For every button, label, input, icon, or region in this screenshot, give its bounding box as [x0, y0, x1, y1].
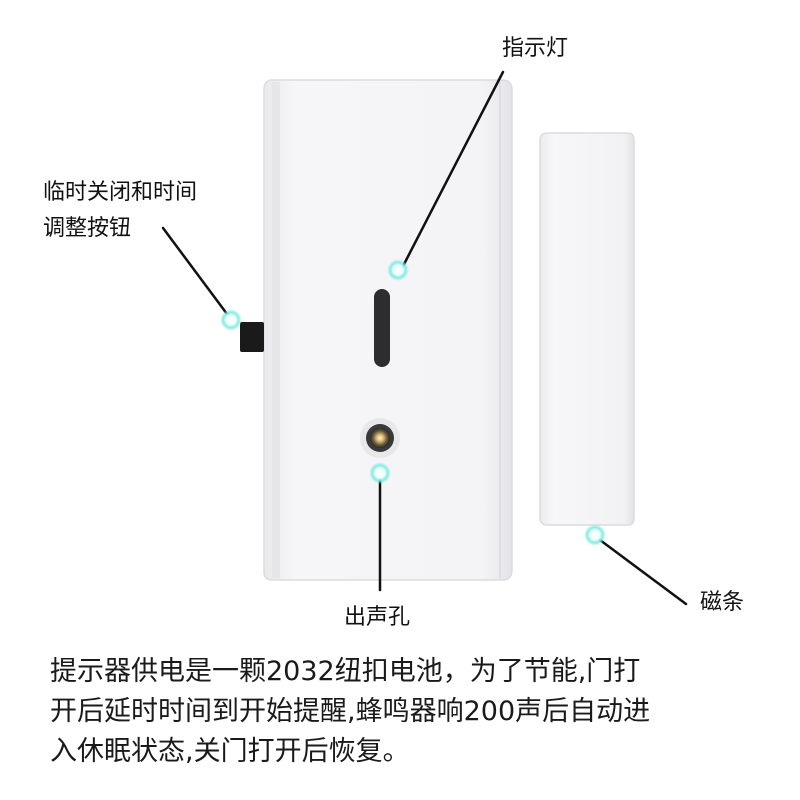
label-magnet-strip: 磁条: [700, 590, 745, 615]
leader-magnet: [594, 535, 688, 606]
side-button: [240, 322, 264, 352]
description-line-1: 提示器供电是一颗2032纽扣电池，为了节能,门打: [50, 656, 641, 687]
label-indicator-light: 指示灯: [502, 36, 569, 61]
description-line-3: 入休眠状态,关门打开后恢复。: [50, 736, 410, 767]
callout-dots: [220, 259, 606, 546]
label-sound-hole: 出声孔: [344, 605, 411, 630]
leader-button: [161, 226, 232, 320]
device-illustration: [161, 70, 688, 606]
description-line-2: 开后延时时间到开始提醒,蜂鸣器响200声后自动进: [50, 696, 651, 727]
dot-sound-hole: [369, 462, 391, 484]
magnet-strip: [539, 132, 635, 526]
leader-lines: [161, 70, 688, 606]
label-button-line1: 临时关闭和时间: [43, 180, 198, 205]
leader-indicator-light: [398, 70, 505, 274]
description-text: 提示器供电是一颗2032纽扣电池，为了节能,门打 开后延时时间到开始提醒,蜂鸣器…: [50, 652, 770, 772]
dot-magnet: [584, 524, 606, 546]
sound-hole: [360, 418, 400, 458]
dot-button: [220, 309, 242, 331]
label-button-line2: 调整按钮: [43, 216, 132, 241]
dot-indicator-light: [387, 259, 409, 281]
indicator-slot: [374, 289, 390, 367]
